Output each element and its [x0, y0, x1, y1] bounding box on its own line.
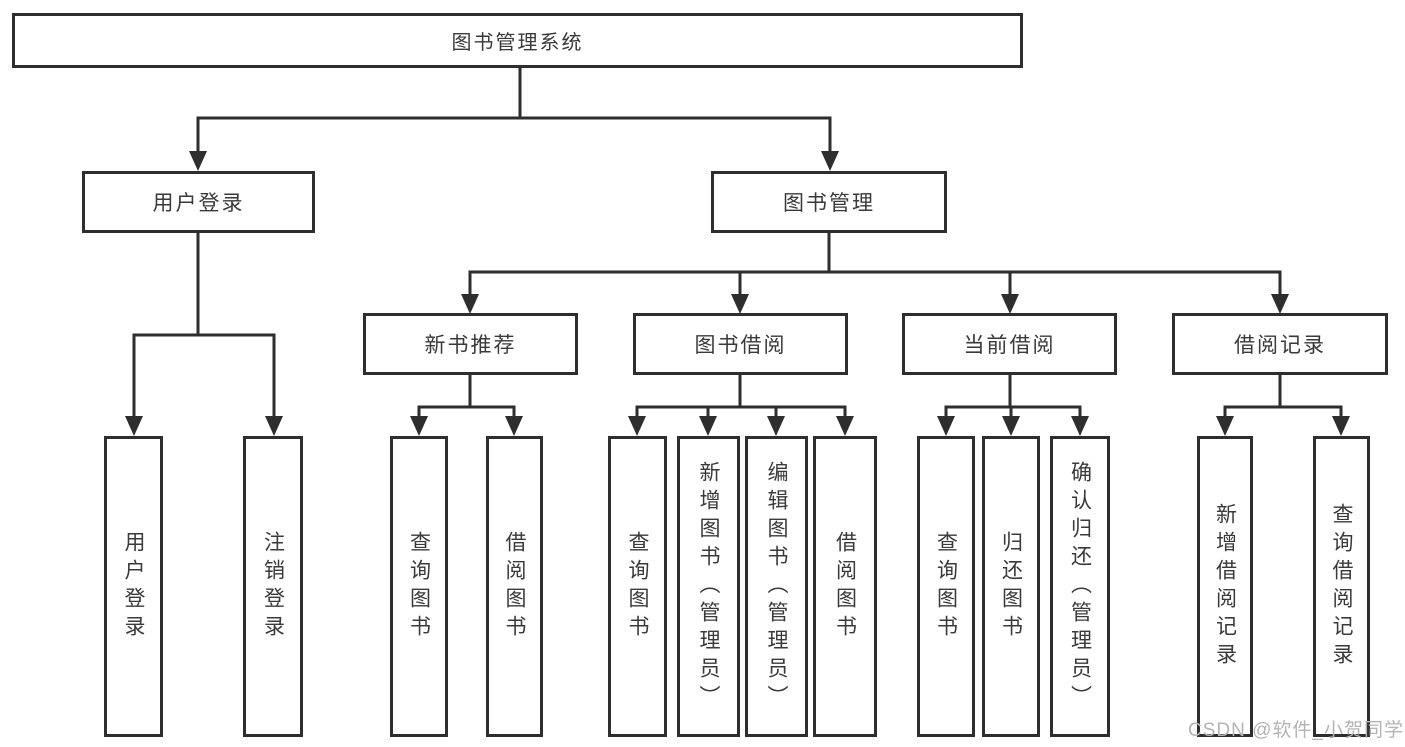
- node-user-login-branch: 用户登录: [82, 171, 315, 233]
- leaf-borrow-lend-book: 借阅图书: [813, 436, 877, 737]
- leaf-logout-label: 注销登录: [261, 530, 285, 643]
- leaf-record-query-label: 查询借阅记录: [1330, 502, 1353, 671]
- leaf-borrow-lend-book-label: 借阅图书: [833, 530, 857, 643]
- leaf-current-confirm-return-admin-label: 确认归还（管理员）: [1068, 460, 1092, 713]
- leaf-current-return-book: 归还图书: [982, 436, 1040, 737]
- leaf-rec-query-book: 查询图书: [390, 436, 448, 737]
- node-root: 图书管理系统: [12, 13, 1023, 68]
- node-borrow-record-label: 借阅记录: [1234, 334, 1326, 357]
- leaf-borrow-edit-book-admin: 编辑图书（管理员）: [745, 436, 808, 737]
- leaf-record-add-label: 新增借阅记录: [1213, 502, 1237, 671]
- leaf-borrow-edit-book-admin-label: 编辑图书（管理员）: [765, 460, 788, 713]
- leaf-rec-query-book-label: 查询图书: [407, 530, 431, 643]
- leaf-record-query: 查询借阅记录: [1313, 436, 1370, 737]
- node-current-borrow-label: 当前借阅: [963, 334, 1056, 357]
- leaf-logout: 注销登录: [243, 436, 303, 737]
- leaf-user-login-label: 用户登录: [122, 530, 145, 643]
- leaf-borrow-query-book-label: 查询图书: [626, 530, 649, 643]
- leaf-current-query-book-label: 查询图书: [934, 530, 958, 643]
- leaf-borrow-query-book: 查询图书: [608, 436, 667, 737]
- node-user-login-branch-label: 用户登录: [152, 192, 245, 215]
- node-current-borrow: 当前借阅: [902, 313, 1117, 375]
- leaf-rec-borrow-book-label: 借阅图书: [503, 530, 526, 643]
- node-root-label: 图书管理系统: [451, 32, 584, 54]
- node-new-book-recommend: 新书推荐: [363, 313, 578, 375]
- node-borrow-record: 借阅记录: [1172, 313, 1388, 375]
- leaf-user-login: 用户登录: [104, 436, 163, 737]
- leaf-record-add: 新增借阅记录: [1197, 436, 1253, 737]
- leaf-borrow-add-book-admin: 新增图书（管理员）: [677, 436, 740, 737]
- leaf-current-return-book-label: 归还图书: [999, 530, 1023, 643]
- node-new-book-recommend-label: 新书推荐: [424, 334, 517, 357]
- csdn-watermark: CSDN @软件_小贺同学: [1188, 720, 1404, 741]
- leaf-rec-borrow-book: 借阅图书: [486, 436, 543, 737]
- leaf-borrow-add-book-admin-label: 新增图书（管理员）: [697, 460, 720, 713]
- leaf-current-query-book: 查询图书: [917, 436, 975, 737]
- node-book-management-label: 图书管理: [783, 192, 875, 215]
- leaf-current-confirm-return-admin: 确认归还（管理员）: [1050, 436, 1110, 737]
- node-book-management: 图书管理: [711, 171, 947, 233]
- node-book-borrow: 图书借阅: [633, 313, 848, 375]
- node-book-borrow-label: 图书借阅: [694, 334, 787, 357]
